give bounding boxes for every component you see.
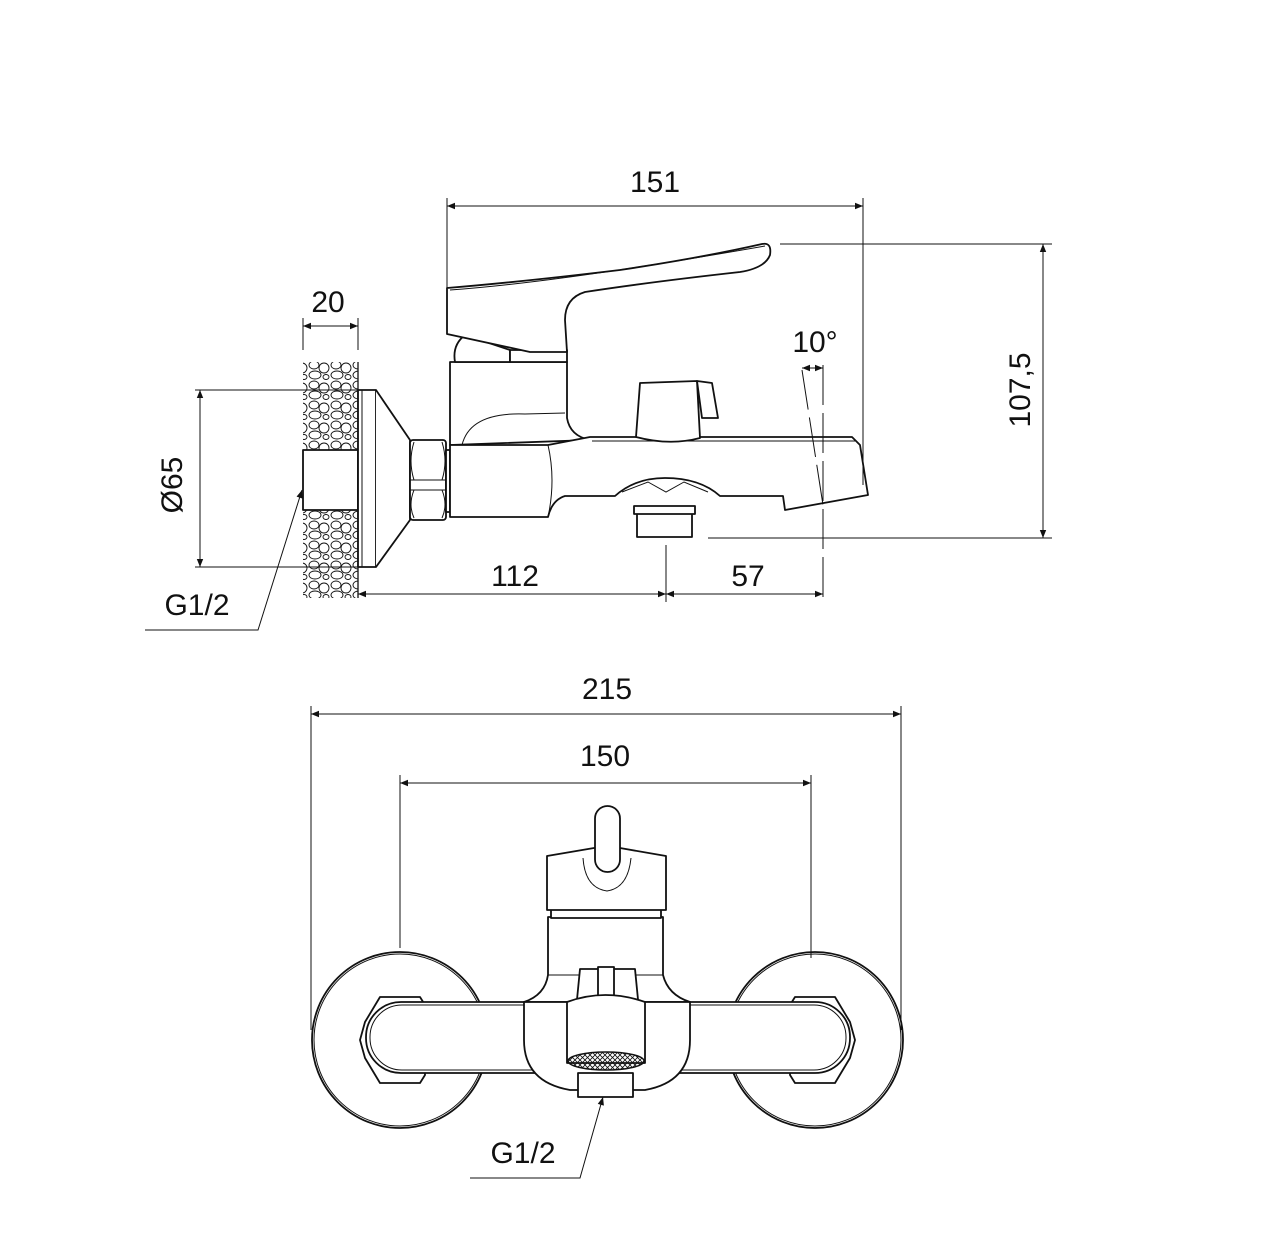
dim-20-label: 20 (311, 286, 344, 319)
dim-107-5-label: 107,5 (1004, 352, 1037, 427)
lever-handle (446, 242, 772, 363)
connection-nut (409, 439, 451, 521)
dim-215-label: 215 (582, 673, 632, 706)
dim-112-label: 112 (491, 560, 539, 593)
dim-d65: Ø65 (156, 389, 358, 568)
mixer-body (449, 361, 591, 446)
dim-151-label: 151 (630, 166, 680, 199)
dim-angle-10: 10° (792, 326, 838, 506)
dim-angle-label: 10° (792, 326, 837, 359)
dim-d65-label: Ø65 (156, 457, 189, 514)
wall-flange (357, 389, 411, 568)
shower-outlet (621, 481, 709, 538)
spout (449, 436, 869, 518)
dim-215: 215 (310, 673, 902, 1030)
wall-section (302, 362, 359, 598)
dim-20: 20 (302, 286, 359, 350)
lever-knob (594, 805, 621, 873)
dim-150: 150 (399, 740, 812, 958)
outlet-thread (577, 1072, 634, 1098)
dim-150-label: 150 (580, 740, 630, 773)
dim-112-57: 112 57 (358, 365, 824, 602)
leader-g12-side: G1/2 (145, 489, 303, 631)
g12-side-label: G1/2 (164, 589, 229, 622)
aerator (567, 1051, 645, 1071)
front-view: 215 150 G1/2 (310, 673, 904, 1179)
lever-cap (546, 847, 667, 911)
dim-107-5: 107,5 (708, 243, 1052, 539)
leader-g12-front: G1/2 (470, 1096, 604, 1179)
dim-151: 151 (446, 166, 864, 485)
diverter-knob (635, 380, 719, 443)
side-view: 151 107,5 20 Ø65 112 57 (145, 166, 1052, 631)
dim-57-label: 57 (731, 560, 764, 593)
g12-front-label: G1/2 (490, 1137, 555, 1170)
